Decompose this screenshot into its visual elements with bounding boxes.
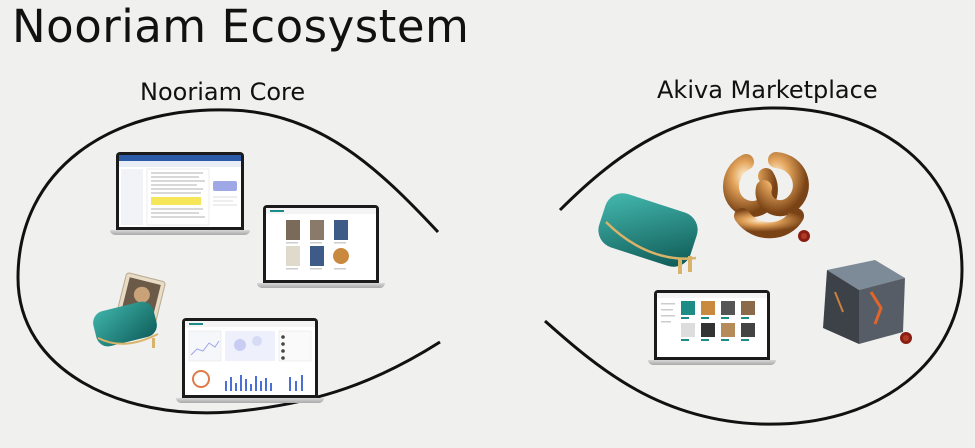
teal-pouch-large — [598, 193, 698, 274]
token-coin-1 — [798, 230, 810, 242]
gold-knot-sculpture — [723, 152, 809, 239]
teal-pouch-small — [93, 301, 159, 348]
token-coin-2 — [900, 332, 912, 344]
loop-left — [16, 108, 441, 415]
dashboard-screen — [185, 321, 315, 391]
book-gallery-screen — [266, 208, 376, 270]
section-label-marketplace: Akiva Marketplace — [657, 76, 878, 104]
document-editor-screen — [119, 155, 241, 226]
section-label-core: Nooriam Core — [140, 78, 306, 106]
marketplace-screen — [657, 293, 767, 341]
loop-right — [544, 106, 964, 426]
page-title: Nooriam Ecosystem — [12, 0, 470, 53]
stone-cube-sculpture — [823, 260, 905, 344]
